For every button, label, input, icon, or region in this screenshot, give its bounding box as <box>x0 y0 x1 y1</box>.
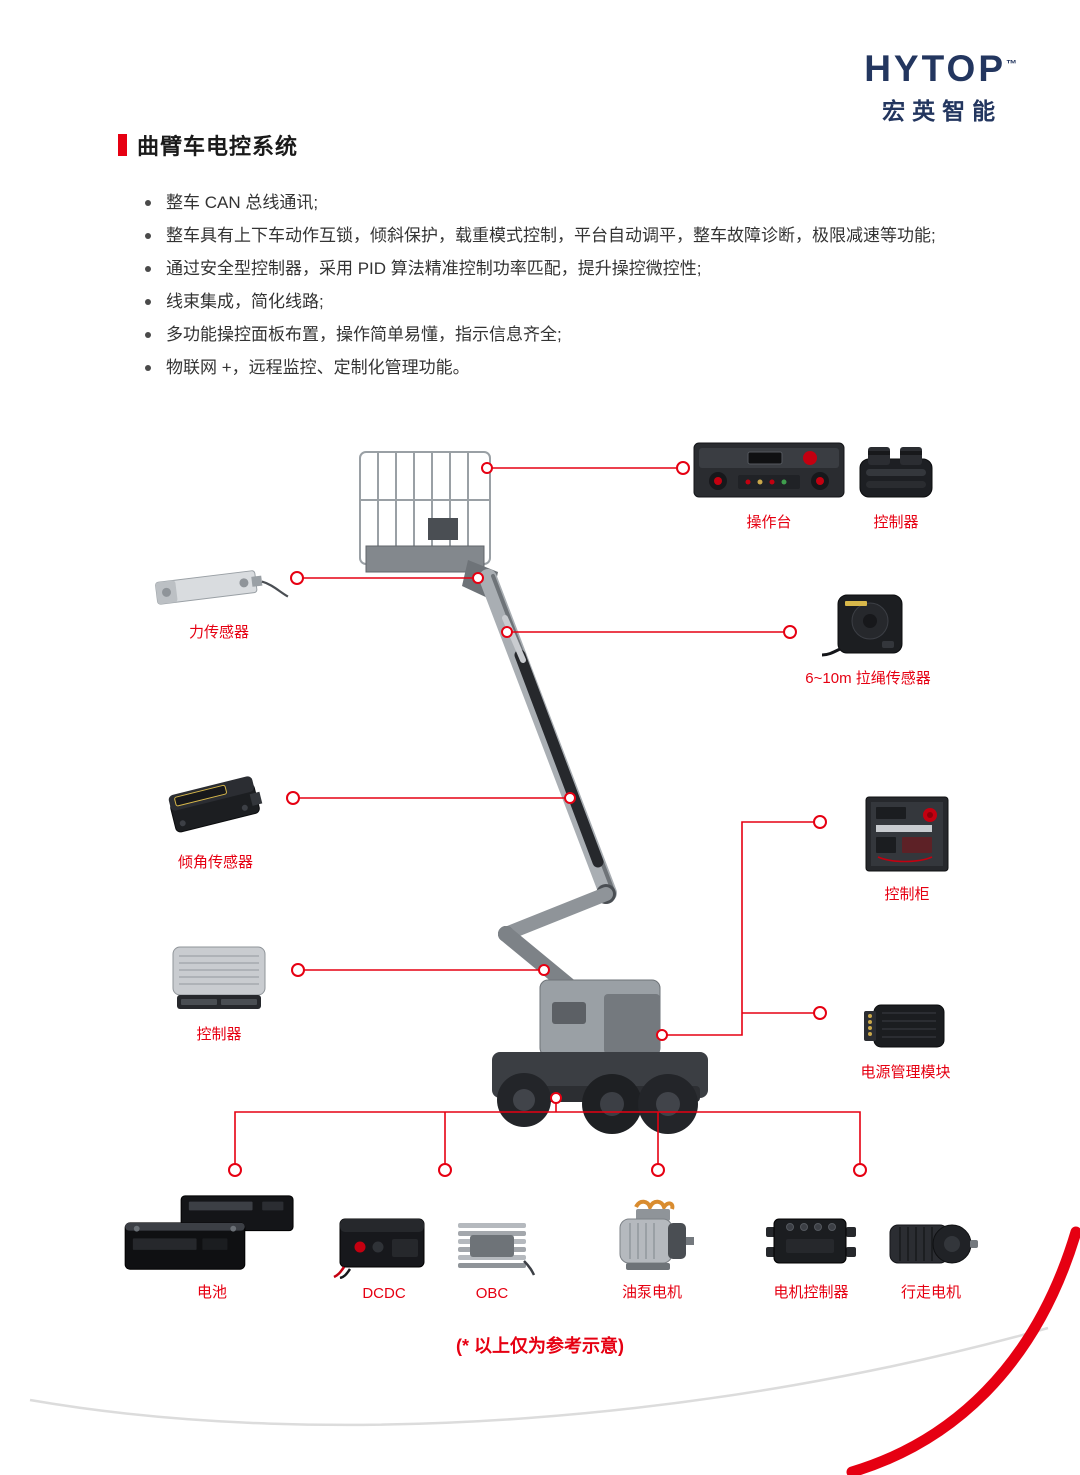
pump-motor-label: 油泵电机 <box>621 1284 682 1301</box>
wheel-hub <box>513 1089 535 1111</box>
force-sensor-label: 力传感器 <box>188 624 249 641</box>
feature-item: 通过安全型控制器，采用 PID 算法精准控制功率匹配，提升操控微控性; <box>140 252 1050 285</box>
dcdc-label: DCDC <box>362 1285 406 1302</box>
brand-logo-text: HYTOP™ <box>864 50 1020 87</box>
elbow-joint <box>596 884 616 904</box>
connector-nodes <box>228 461 867 1177</box>
jib-link <box>462 560 498 600</box>
basket-cage <box>359 451 491 565</box>
obc-label: OBC <box>475 1285 509 1302</box>
wheel-hub <box>600 1092 624 1116</box>
title-accent-bar <box>118 134 127 156</box>
pump-motor-image <box>619 1199 694 1270</box>
component-battery: 电池 <box>118 1192 306 1302</box>
component-motor-controller: 电机控制器 <box>762 1192 860 1302</box>
rope-sensor-image <box>821 594 903 657</box>
power-module-image <box>864 1004 945 1048</box>
basket-floor <box>365 545 485 573</box>
boom-edge <box>491 574 615 893</box>
brand-subtitle: 宏英智能 <box>882 98 1003 124</box>
component-controller-top: 控制器 <box>850 432 942 532</box>
feature-item: 整车具有上下车动作互锁，倾斜保护，载重模式控制，平台自动调平，整车故障诊断，极限… <box>140 219 1050 252</box>
footnote: (* 以上仅为参考示意) <box>456 1336 624 1356</box>
chassis <box>492 1052 708 1098</box>
turntable-vent <box>552 1002 586 1024</box>
control-cabinet-label: 控制柜 <box>884 886 930 903</box>
connector-lines <box>234 467 861 1164</box>
controller-left-image <box>172 946 266 1009</box>
battery-image <box>124 1195 294 1270</box>
component-tilt-sensor: 倾角传感器 <box>158 756 273 872</box>
controller-left-label: 控制器 <box>196 1026 242 1043</box>
wheel <box>497 1073 551 1127</box>
counterweight <box>604 994 660 1054</box>
battery-label: 电池 <box>196 1284 227 1301</box>
travel-motor-label: 行走电机 <box>900 1284 961 1301</box>
power-module-label: 电源管理模块 <box>860 1064 951 1081</box>
component-power-module: 电源管理模块 <box>858 980 953 1082</box>
console-label: 操作台 <box>746 514 792 531</box>
lift-cylinder <box>514 649 604 868</box>
knuckle-joint <box>498 926 514 942</box>
control-cabinet-image <box>865 796 949 872</box>
component-force-sensor: 力传感器 <box>148 538 290 642</box>
boom-lift-illustration <box>359 451 708 1134</box>
lower-arm <box>499 887 613 941</box>
dcdc-image <box>333 1218 425 1279</box>
cylinder-rod <box>502 615 526 663</box>
feature-item: 多功能操控面板布置，操作简单易懂，指示信息齐全; <box>140 318 1050 351</box>
component-travel-motor: 行走电机 <box>882 1192 980 1302</box>
wheel-hub <box>656 1092 680 1116</box>
feature-item: 线束集成，简化线路; <box>140 285 1050 318</box>
console-image <box>693 442 845 498</box>
tilt-sensor-label: 倾角传感器 <box>177 854 253 871</box>
component-obc: OBC <box>446 1192 538 1302</box>
force-sensor-image <box>155 570 289 605</box>
travel-motor-image <box>889 1224 978 1264</box>
feature-item: 物联网 +，远程监控、定制化管理功能。 <box>140 351 1050 384</box>
section-title: 曲臂车电控系统 <box>118 129 298 161</box>
feature-list: 整车 CAN 总线通讯; 整车具有上下车动作互锁，倾斜保护，载重模式控制，平台自… <box>140 186 1050 384</box>
motor-controller-image <box>766 1218 856 1264</box>
wheel <box>638 1074 698 1134</box>
brand-name: HYTOP <box>864 48 1006 89</box>
brand-trademark: ™ <box>1006 58 1020 71</box>
component-console: 操作台 <box>690 428 848 532</box>
component-pump-motor: 油泵电机 <box>606 1192 698 1302</box>
motor-controller-label: 电机控制器 <box>773 1284 849 1301</box>
feature-item: 整车 CAN 总线通讯; <box>140 186 1050 219</box>
page-title: 曲臂车电控系统 <box>137 134 299 159</box>
turntable <box>539 979 661 1057</box>
component-controller-left: 控制器 <box>165 928 273 1044</box>
riser-arm <box>498 926 594 1008</box>
tilt-sensor-image <box>168 776 263 833</box>
wheel <box>582 1074 642 1134</box>
component-control-cabinet: 控制柜 <box>858 786 956 904</box>
brand-logo: HYTOP™ 宏英智能 <box>864 50 1020 126</box>
main-boom <box>479 569 617 902</box>
controller-top-image <box>859 447 933 498</box>
basket-control-box <box>428 518 458 540</box>
component-dcdc: DCDC <box>330 1192 438 1302</box>
controller-top-label: 控制器 <box>873 514 919 531</box>
component-rope-sensor: 6~10m 拉绳传感器 <box>805 580 931 688</box>
rope-sensor-label: 6~10m 拉绳传感器 <box>805 670 931 687</box>
chassis-skirt <box>500 1086 700 1102</box>
obc-image <box>458 1223 536 1276</box>
